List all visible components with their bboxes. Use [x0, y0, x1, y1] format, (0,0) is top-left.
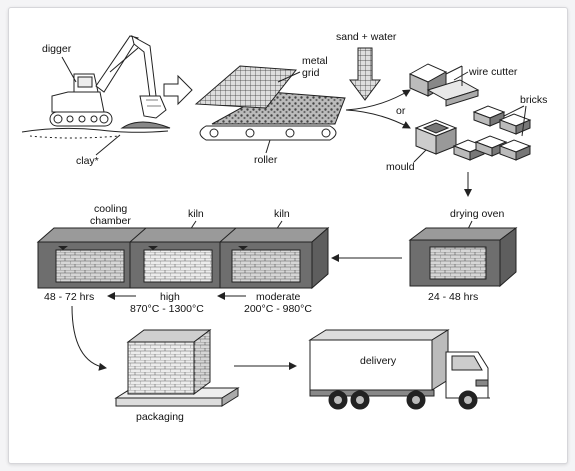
moderate-temp-label: 200°C - 980°C: [244, 303, 312, 315]
digger-illustration: [21, 35, 171, 139]
bricks-leader-1: [503, 105, 525, 117]
high-temp-label: 870°C - 1300°C: [130, 303, 204, 315]
mould-leader: [413, 149, 427, 163]
cooling-time-label: 48 - 72 hrs: [44, 291, 94, 303]
metal-label: metal: [302, 55, 328, 67]
moderate-label: moderate: [256, 291, 301, 303]
wire-cutter-leader: [453, 71, 469, 81]
kiln-moderate-label: kiln: [274, 208, 290, 220]
packaging-pallet: [114, 329, 240, 407]
kiln-chambers: [36, 226, 330, 290]
packaging-label: packaging: [136, 411, 184, 423]
digger-label: digger: [42, 43, 72, 55]
roller-conveyor: [194, 65, 346, 141]
arrow-to-wire-cutter: [345, 89, 411, 111]
wire-cutter-illustration: [408, 63, 480, 107]
delivery-truck: [308, 329, 490, 410]
grid-label: grid: [302, 67, 320, 79]
delivery-label: delivery: [360, 355, 397, 367]
cooling-label-2: chamber: [90, 215, 131, 227]
high-label: high: [160, 291, 180, 303]
sand-water-arrow: [349, 47, 381, 101]
drying-oven-label: drying oven: [450, 208, 504, 220]
drying-time-label: 24 - 48 hrs: [428, 291, 478, 303]
kiln-high-label: kiln: [188, 208, 204, 220]
digger-leader: [61, 56, 77, 83]
mould-illustration: [414, 119, 532, 161]
wire-cutter-label: wire cutter: [468, 66, 518, 78]
hollow-arrow: [163, 74, 193, 106]
roller-label: roller: [254, 154, 278, 166]
clay-label: clay*: [76, 155, 99, 167]
or-label: or: [396, 105, 406, 117]
bricks-label: bricks: [520, 94, 547, 106]
drying-oven-chamber: [408, 227, 518, 288]
sand-water-label: sand + water: [336, 31, 397, 43]
bricks-top: [472, 105, 532, 135]
mould-label: mould: [386, 161, 415, 173]
arrow-to-mould: [345, 109, 411, 129]
roller-leader: [265, 139, 271, 154]
clay-leader: [95, 134, 121, 156]
bricks-leader-2: [521, 105, 527, 137]
grid-leader: [277, 71, 301, 83]
cooling-label-1: cooling: [94, 203, 127, 215]
arrow-to-packaging: [71, 305, 107, 371]
